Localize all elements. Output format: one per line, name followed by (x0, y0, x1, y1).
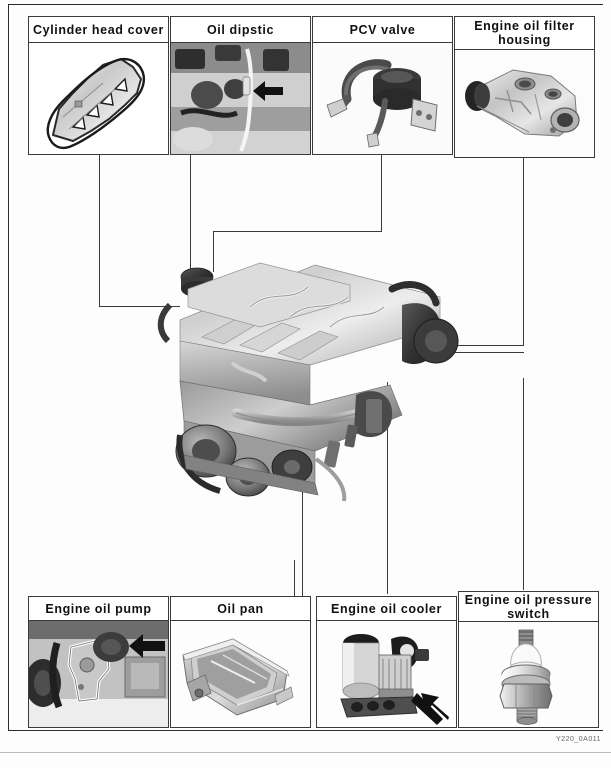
oil-pump-photo (29, 621, 168, 727)
callout-figure-cylinder-head-cover (29, 43, 168, 154)
callout-panel-engine-oil-cooler: Engine oil cooler (316, 596, 457, 728)
drawing-code: Y220_0A011 (556, 736, 601, 743)
leader-line-cylinder-head-cover-vertical (99, 155, 100, 306)
leader-line-oil-cooler-vertical (387, 382, 388, 594)
pcv-valve-photo (313, 43, 452, 154)
leader-line-oil-pressure-switch-vertical (523, 378, 524, 590)
leader-line-oil-pump-vertical (302, 470, 303, 596)
oil-filter-housing-photo (455, 50, 594, 157)
leader-line-pcv-valve-horizontal (213, 231, 382, 232)
oil-pressure-switch-photo (459, 622, 598, 727)
callout-label-cylinder-head-cover: Cylinder head cover (29, 17, 168, 43)
page-border-left (8, 4, 9, 730)
callout-figure-engine-oil-pump (29, 621, 168, 727)
callout-panel-cylinder-head-cover: Cylinder head cover (28, 16, 169, 155)
oil-cooler-photo (317, 621, 456, 727)
engine-assembly-photo (140, 245, 485, 520)
oil-dipstic-photo (171, 43, 310, 154)
callout-panel-oil-dipstic: Oil dipstic (170, 16, 311, 155)
callout-panel-engine-oil-pressure-switch: Engine oil pressure switch (458, 591, 599, 728)
callout-panel-oil-pan: Oil pan (170, 596, 311, 728)
callout-figure-pcv-valve (313, 43, 452, 154)
cylinder-head-cover-drawing (46, 57, 146, 150)
leader-line-oil-filter-housing-horizontal (415, 345, 524, 346)
callout-label-engine-oil-pressure-switch: Engine oil pressure switch (459, 592, 598, 622)
callout-figure-engine-oil-filter-housing (455, 50, 594, 157)
leader-line-oil-pan-vertical (294, 560, 295, 596)
page-border-bottom (8, 730, 603, 731)
callout-figure-oil-pan (171, 621, 310, 727)
callout-label-pcv-valve: PCV valve (313, 17, 452, 43)
callout-label-oil-pan: Oil pan (171, 597, 310, 621)
page-footer-rule (0, 752, 611, 753)
page-border-top (8, 4, 603, 5)
callout-label-oil-dipstic: Oil dipstic (171, 17, 310, 43)
callout-figure-oil-dipstic (171, 43, 310, 154)
callout-label-engine-oil-filter-housing: Engine oil filter housing (455, 17, 594, 50)
callout-label-engine-oil-pump: Engine oil pump (29, 597, 168, 621)
callout-panel-engine-oil-pump: Engine oil pump (28, 596, 169, 728)
leader-line-pcv-valve-vertical-a (381, 155, 382, 231)
oil-pan-photo (171, 621, 310, 727)
callout-figure-engine-oil-pressure-switch (459, 622, 598, 727)
callout-label-engine-oil-cooler: Engine oil cooler (317, 597, 456, 621)
leader-line-cylinder-head-cover-horizontal (99, 306, 180, 307)
callout-panel-engine-oil-filter-housing: Engine oil filter housing (454, 16, 595, 158)
engine-illustration (157, 262, 459, 502)
leader-line-oil-filter-housing-vertical (523, 158, 524, 345)
callout-panel-pcv-valve: PCV valve (312, 16, 453, 155)
leader-line-oil-filter-housing-horizontal-2 (420, 352, 524, 353)
leader-line-oil-dipstic (190, 155, 191, 269)
leader-line-pcv-valve-vertical-b (213, 231, 214, 272)
callout-figure-engine-oil-cooler (317, 621, 456, 727)
